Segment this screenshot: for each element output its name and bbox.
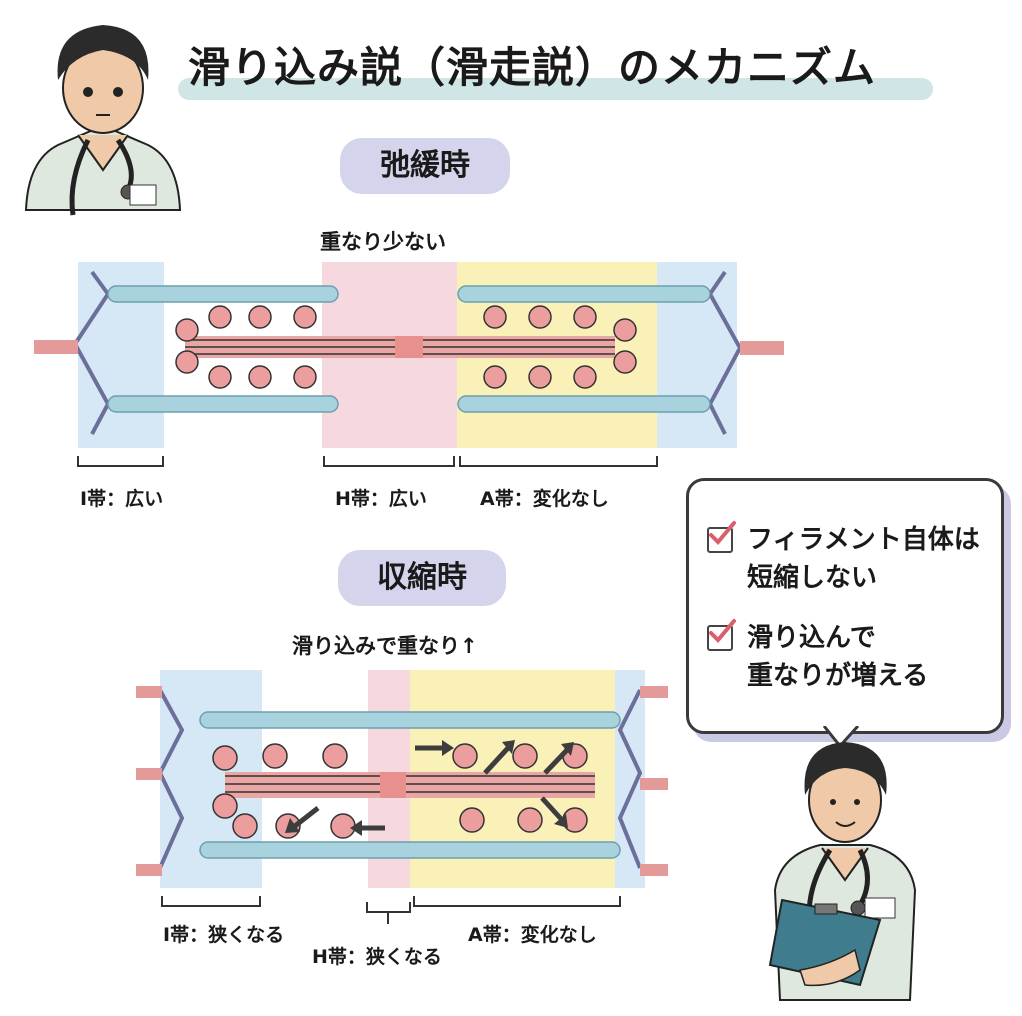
bubble-point-2: 滑り込んで 重なりが増える xyxy=(707,619,928,695)
z-line-right xyxy=(617,689,643,869)
contracted-a-band-label: A帯：変化なし xyxy=(468,924,597,946)
contracted-h-band-label: H帯：狭くなる xyxy=(312,946,442,968)
actin-filaments xyxy=(107,285,711,413)
bubble-point-1: フィラメント自体は 短縮しない xyxy=(707,521,980,597)
checkbox-checked-icon xyxy=(707,619,736,651)
sliding-arrows xyxy=(285,740,574,836)
relaxed-sarcomere-diagram xyxy=(34,262,784,448)
bubble-point-text: フィラメント自体は 短縮しない xyxy=(747,525,980,593)
contracted-brackets xyxy=(161,896,621,924)
relaxed-caption: 重なり少ない xyxy=(320,230,446,254)
relaxed-i-band-label: I帯：広い xyxy=(80,488,164,510)
myosin-heads xyxy=(175,305,637,389)
relaxed-h-band-label: H帯：広い xyxy=(335,488,427,510)
contracted-state-label: 収縮時 xyxy=(338,550,506,606)
page-title: 滑り込み説（滑走説）のメカニズム xyxy=(188,43,877,92)
actin-filaments xyxy=(199,711,621,859)
myosin-filament xyxy=(225,772,595,798)
contracted-caption: 滑り込みで重なり↑ xyxy=(292,634,478,658)
nurse-avatar-icon xyxy=(24,25,182,216)
myosin-filament xyxy=(185,336,615,358)
relaxed-state-label: 弛緩時 xyxy=(340,138,510,194)
relaxed-a-band-label: A帯：変化なし xyxy=(480,488,609,510)
contracted-i-band-label: I帯：狭くなる xyxy=(163,924,285,946)
checkbox-checked-icon xyxy=(707,521,736,553)
nurse-with-clipboard-icon xyxy=(768,742,917,1001)
myosin-heads xyxy=(212,743,588,839)
relaxed-brackets xyxy=(77,456,658,467)
bubble-point-text: 滑り込んで 重なりが増える xyxy=(747,623,929,691)
contracted-sarcomere-diagram xyxy=(136,670,668,888)
speech-bubble: フィラメント自体は 短縮しない 滑り込んで 重なりが増える xyxy=(686,478,1004,734)
title-underline xyxy=(178,78,933,100)
title-block: 滑り込み説（滑走説）のメカニズム xyxy=(178,34,938,104)
